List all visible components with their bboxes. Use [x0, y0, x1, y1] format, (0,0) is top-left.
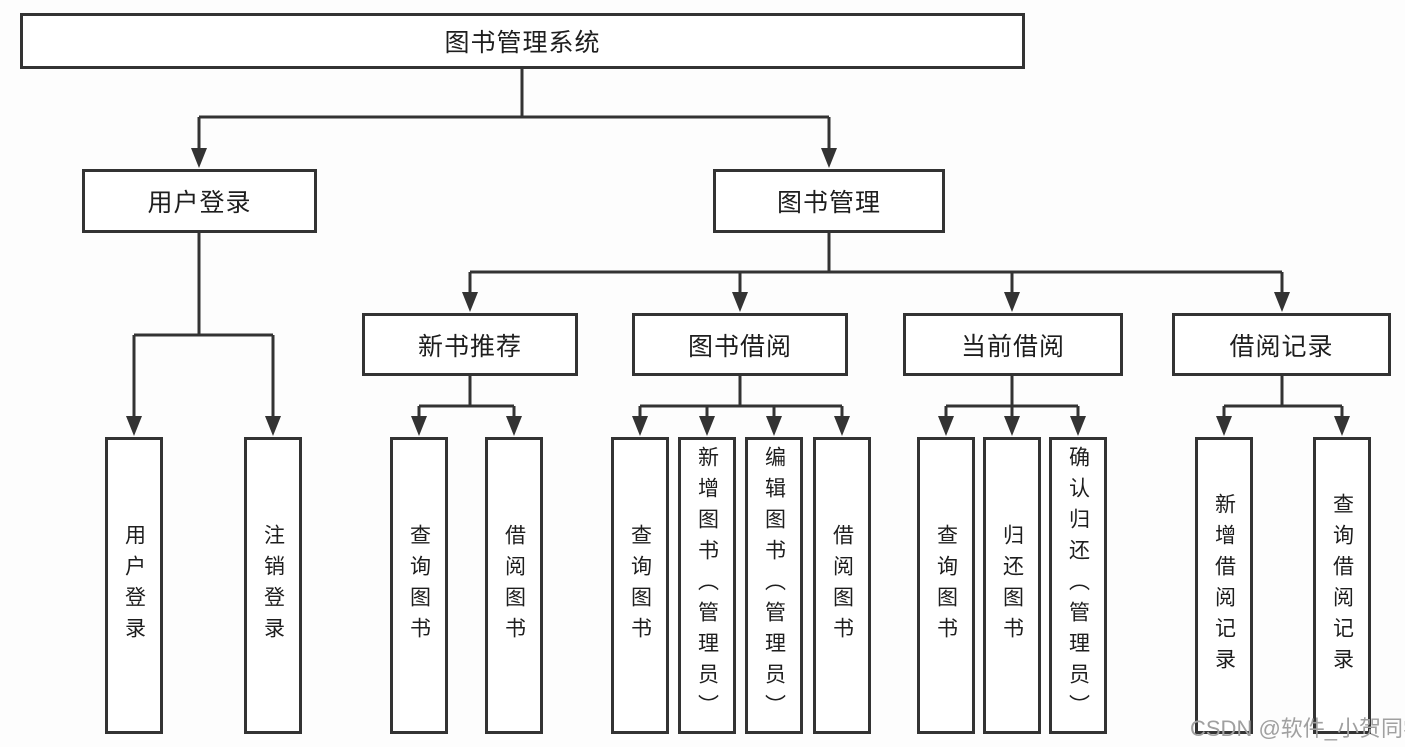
leaf-add-book-admin-label: 新增图书（管理员）	[695, 446, 719, 725]
leaf-query-book-current: 查询图书	[917, 437, 975, 734]
leaf-borrow-book-recommend: 借阅图书	[485, 437, 543, 734]
leaf-query-book-recommend-label: 查询图书	[407, 523, 431, 648]
leaf-add-book-admin: 新增图书（管理员）	[678, 437, 736, 734]
node-user-login-label: 用户登录	[147, 189, 252, 217]
csdn-watermark: CSDN @软件_小贺同学	[1190, 716, 1405, 741]
leaf-query-borrow-record: 查询借阅记录	[1313, 437, 1371, 734]
leaf-query-book-current-label: 查询图书	[934, 523, 958, 648]
leaf-confirm-return-admin-label: 确认归还（管理员）	[1066, 446, 1090, 725]
node-new-book-recommend: 新书推荐	[362, 313, 578, 376]
node-new-book-recommend-label: 新书推荐	[417, 332, 522, 361]
leaf-return-book: 归还图书	[983, 437, 1041, 734]
leaf-borrow-book-label: 借阅图书	[830, 523, 854, 648]
leaf-confirm-return-admin: 确认归还（管理员）	[1049, 437, 1107, 734]
node-current-borrow-label: 当前借阅	[960, 332, 1065, 361]
node-borrow-record-label: 借阅记录	[1229, 332, 1334, 361]
leaf-edit-book-admin-label: 编辑图书（管理员）	[762, 446, 786, 725]
node-borrow-record: 借阅记录	[1172, 313, 1391, 376]
node-root: 图书管理系统	[20, 13, 1025, 69]
leaf-query-book-borrow: 查询图书	[611, 437, 669, 734]
node-user-login: 用户登录	[82, 169, 317, 233]
node-book-management-label: 图书管理	[776, 189, 881, 217]
leaf-query-borrow-record-label: 查询借阅记录	[1330, 492, 1354, 679]
node-book-borrow: 图书借阅	[632, 313, 848, 376]
node-book-management: 图书管理	[713, 169, 945, 233]
leaf-logout-label: 注销登录	[261, 523, 285, 648]
leaf-return-book-label: 归还图书	[1000, 523, 1024, 648]
leaf-logout: 注销登录	[244, 437, 302, 734]
leaf-query-book-borrow-label: 查询图书	[628, 523, 652, 648]
node-book-borrow-label: 图书借阅	[687, 332, 792, 361]
leaf-user-login: 用户登录	[105, 437, 163, 734]
node-root-label: 图书管理系统	[444, 29, 601, 57]
leaf-borrow-book: 借阅图书	[813, 437, 871, 734]
leaf-edit-book-admin: 编辑图书（管理员）	[745, 437, 803, 734]
leaf-user-login-label: 用户登录	[122, 523, 146, 648]
node-current-borrow: 当前借阅	[903, 313, 1123, 376]
leaf-borrow-book-recommend-label: 借阅图书	[502, 523, 526, 648]
leaf-add-borrow-record-label: 新增借阅记录	[1212, 492, 1236, 679]
leaf-add-borrow-record: 新增借阅记录	[1195, 437, 1253, 734]
leaf-query-book-recommend: 查询图书	[390, 437, 448, 734]
